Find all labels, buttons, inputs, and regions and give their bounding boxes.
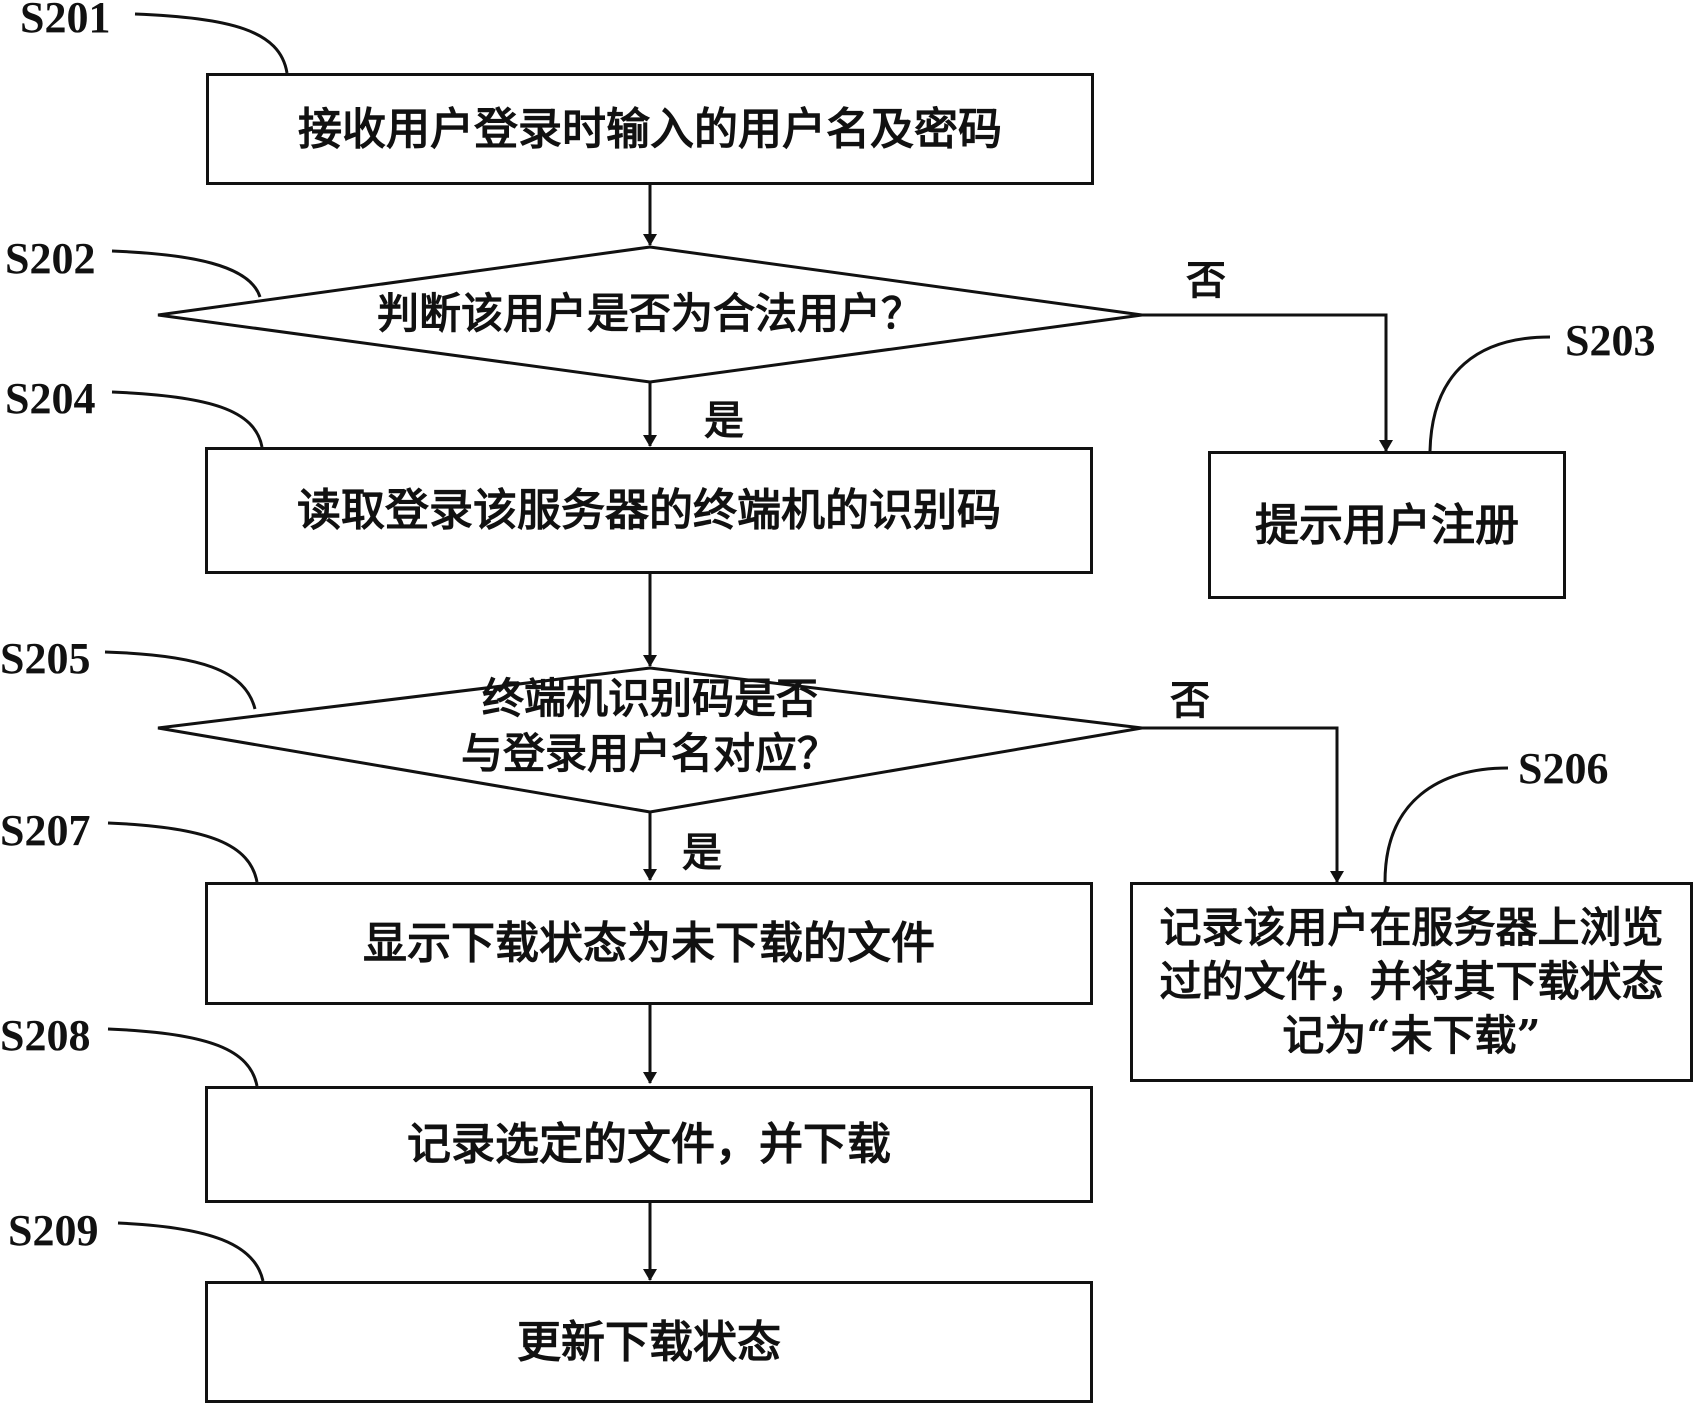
decision-legal-user-text: 判断该用户是否为合法用户？ <box>376 289 923 338</box>
process-box-show-not-downloaded: 显示下载状态为未下载的文件 <box>205 882 1093 1005</box>
leader-s203 <box>1428 335 1551 452</box>
leader-s209 <box>117 1221 265 1282</box>
branch-label-d2-yes: 是 <box>682 829 722 876</box>
step-label-s208: S208 <box>0 1011 91 1060</box>
leader-s206 <box>1383 766 1509 883</box>
leader-s204 <box>111 390 264 448</box>
record-selected-text: 记录选定的文件，并下载 <box>407 1119 891 1170</box>
process-box-record-selected: 记录选定的文件，并下载 <box>205 1086 1093 1203</box>
show-not-downloaded-text: 显示下载状态为未下载的文件 <box>363 918 935 969</box>
step-label-s202: S202 <box>5 234 96 283</box>
prompt-register-text: 提示用户注册 <box>1255 499 1519 551</box>
process-box-receive-login: 接收用户登录时输入的用户名及密码 <box>206 73 1094 185</box>
arrow-s202-s203 <box>1142 313 1393 452</box>
arrow-s205-s206 <box>1142 726 1344 883</box>
leader-s202 <box>111 249 262 298</box>
receive-login-text: 接收用户登录时输入的用户名及密码 <box>298 103 1002 155</box>
step-label-s204: S204 <box>5 374 96 423</box>
decision-code-match-line2: 与登录用户名对应？ <box>460 728 839 778</box>
step-label-s201: S201 <box>20 0 111 42</box>
branch-label-d1-yes: 是 <box>704 397 744 444</box>
process-box-record-browsed: 记录该用户在服务器上浏览过的文件，并将其下载状态记为“未下载” <box>1130 882 1693 1082</box>
leader-s208 <box>107 1027 259 1087</box>
step-label-s205: S205 <box>0 634 91 683</box>
process-box-prompt-register: 提示用户注册 <box>1208 451 1566 599</box>
branch-label-d1-no: 否 <box>1186 257 1226 304</box>
step-label-s206: S206 <box>1518 744 1609 793</box>
decision-code-match-line1: 终端机识别码是否 <box>481 674 818 723</box>
read-terminal-code-text: 读取登录该服务器的终端机的识别码 <box>297 485 1001 536</box>
leader-s207 <box>107 821 259 883</box>
process-box-update-status: 更新下载状态 <box>205 1281 1093 1403</box>
record-browsed-text: 记录该用户在服务器上浏览过的文件，并将其下载状态记为“未下载” <box>1159 903 1664 1060</box>
decision-code-match-text: 终端机识别码是否 与登录用户名对应？ <box>300 672 1000 781</box>
leader-s205 <box>104 650 257 710</box>
step-label-s207: S207 <box>0 806 91 855</box>
step-label-s203: S203 <box>1565 316 1656 365</box>
leader-s201 <box>134 12 289 74</box>
branch-label-d2-no: 否 <box>1170 677 1210 724</box>
process-box-read-terminal-code: 读取登录该服务器的终端机的识别码 <box>205 447 1093 574</box>
step-label-s209: S209 <box>8 1206 99 1255</box>
update-status-text: 更新下载状态 <box>517 1316 781 1368</box>
